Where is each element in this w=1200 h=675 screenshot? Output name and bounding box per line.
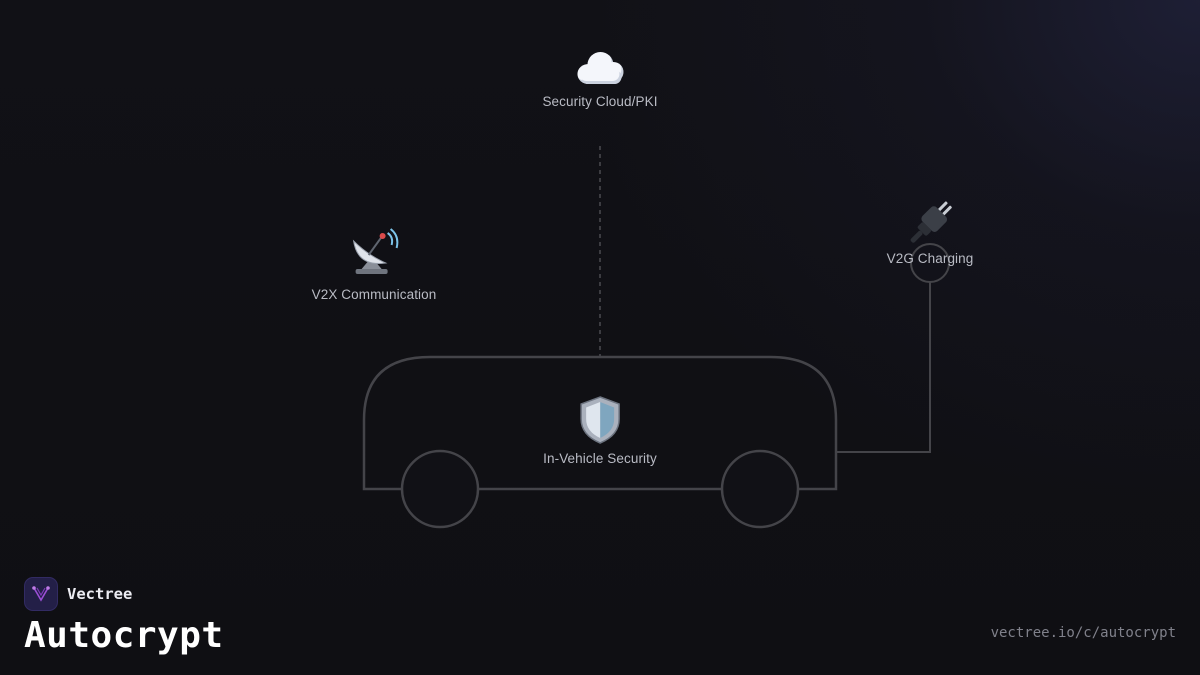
node-label: V2G Charging xyxy=(886,251,974,266)
brand-block: Vectree Autocrypt xyxy=(24,577,224,658)
front-wheel xyxy=(400,449,480,529)
brand-row: Vectree xyxy=(24,577,224,611)
rear-wheel xyxy=(720,449,800,529)
charging-port-ring xyxy=(910,243,950,283)
charging-cable-line xyxy=(836,282,931,453)
node-in-vehicle-security: In-Vehicle Security xyxy=(543,395,657,466)
shield-icon xyxy=(580,396,620,444)
node-security-cloud: Security Cloud/PKI xyxy=(542,50,657,109)
product-name: Autocrypt xyxy=(24,615,224,656)
electric-plug-icon xyxy=(911,201,953,243)
satellite-dish-icon xyxy=(353,228,399,274)
product-url[interactable]: vectree.io/c/autocrypt xyxy=(990,625,1176,641)
vectree-logo-icon xyxy=(24,577,58,611)
cloud-icon xyxy=(575,50,625,84)
vehicle-body-outline xyxy=(362,355,838,491)
company-name: Vectree xyxy=(67,585,133,603)
node-label: Security Cloud/PKI xyxy=(542,94,658,109)
node-label: V2X Communication xyxy=(311,287,437,302)
node-label: In-Vehicle Security xyxy=(543,451,657,466)
node-v2g-charging: V2G Charging xyxy=(887,198,974,266)
node-v2x-communication: V2X Communication xyxy=(312,227,437,302)
